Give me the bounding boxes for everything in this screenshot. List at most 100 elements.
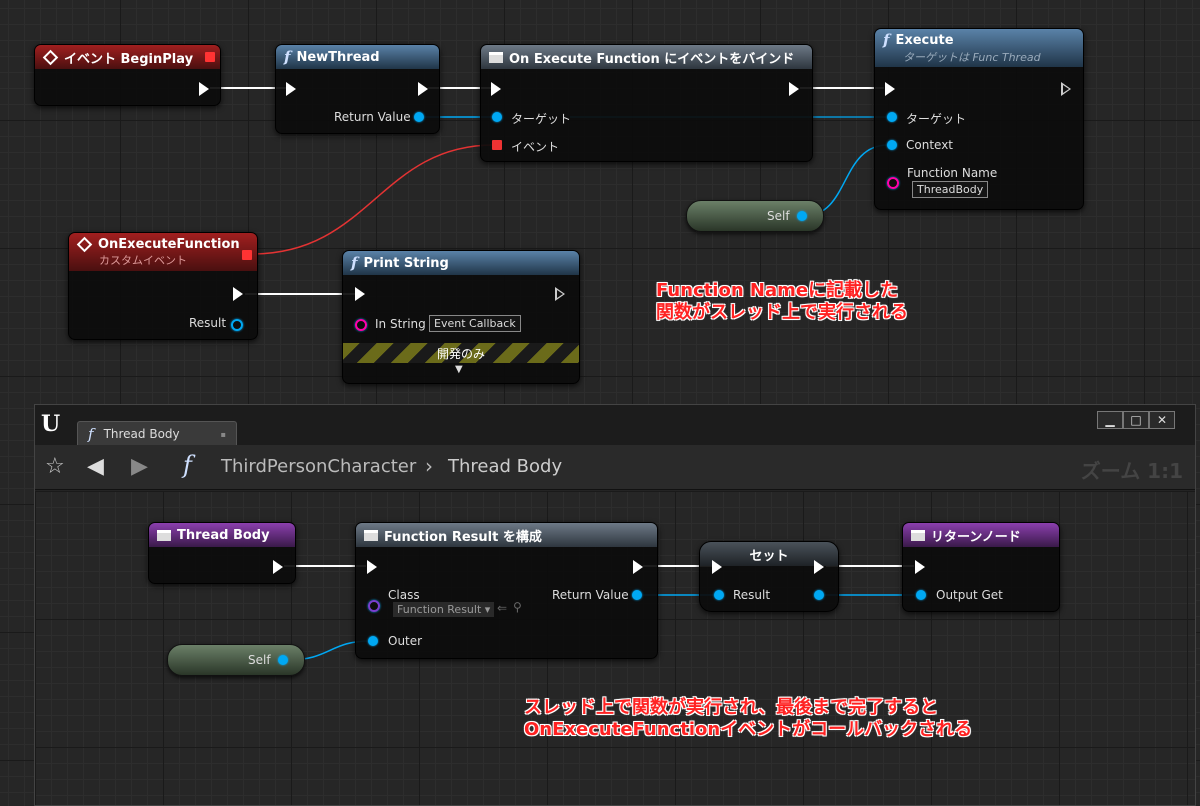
in-string-input[interactable]: Event Callback bbox=[429, 315, 521, 332]
on-execute-function-subtitle: カスタムイベント bbox=[99, 253, 187, 267]
context-label: Context bbox=[906, 138, 954, 152]
exec-out-pin[interactable] bbox=[789, 82, 799, 96]
exec-out-pin[interactable] bbox=[1061, 82, 1071, 96]
event-pin[interactable] bbox=[492, 140, 502, 150]
result-in-pin[interactable] bbox=[714, 590, 724, 600]
exec-out-pin[interactable] bbox=[233, 287, 243, 301]
self-pin[interactable] bbox=[797, 211, 807, 221]
make-result-title: Function Result を構成 bbox=[384, 529, 542, 545]
output-get-pin[interactable] bbox=[916, 590, 926, 600]
forward-arrow-icon[interactable]: ▶ bbox=[131, 454, 148, 479]
close-button[interactable]: ✕ bbox=[1149, 411, 1175, 429]
print-string-node[interactable]: f Print String In String Event Callback 開… bbox=[342, 250, 580, 384]
print-string-title: Print String bbox=[363, 255, 449, 271]
make-struct-icon bbox=[364, 529, 378, 541]
in-string-label: In String bbox=[375, 317, 426, 331]
target-label: ターゲット bbox=[511, 112, 572, 126]
execute-subtitle: ターゲットは Func Thread bbox=[903, 51, 1041, 64]
return-node-title: リターンノード bbox=[931, 529, 1021, 545]
in-string-pin[interactable] bbox=[355, 319, 367, 331]
self-pin[interactable] bbox=[278, 655, 288, 665]
exec-in-pin[interactable] bbox=[355, 287, 365, 301]
delegate-pin[interactable] bbox=[205, 52, 215, 62]
ue-logo: U bbox=[41, 411, 61, 437]
begin-play-title: イベント BeginPlay bbox=[64, 51, 194, 67]
development-only-banner: 開発のみ bbox=[343, 343, 579, 363]
exec-in-pin[interactable] bbox=[885, 82, 895, 96]
on-execute-function-node[interactable]: OnExecuteFunction カスタムイベント Result bbox=[68, 232, 258, 340]
exec-in-pin[interactable] bbox=[367, 560, 377, 574]
self-node-top[interactable]: Self bbox=[686, 200, 824, 232]
set-title: セット bbox=[749, 548, 789, 564]
use-selected-arrow-icon[interactable]: ⇐ bbox=[497, 601, 508, 615]
return-node[interactable]: リターンノード Output Get bbox=[902, 522, 1060, 612]
function-name-pin[interactable] bbox=[887, 177, 899, 189]
class-label: Class bbox=[388, 588, 420, 602]
new-thread-title: NewThread bbox=[296, 49, 380, 65]
expand-arrow-icon[interactable]: ▼ bbox=[455, 364, 463, 375]
result-pin[interactable] bbox=[231, 319, 243, 331]
on-execute-function-title: OnExecuteFunction bbox=[98, 236, 240, 252]
execute-title: Execute bbox=[895, 32, 954, 48]
favorite-star-icon[interactable]: ☆ bbox=[45, 454, 65, 479]
function-name-input[interactable]: ThreadBody bbox=[912, 181, 989, 198]
return-value-pin[interactable] bbox=[414, 112, 424, 122]
outer-label: Outer bbox=[388, 634, 423, 648]
function-entry-icon bbox=[157, 529, 171, 541]
exec-out-pin[interactable] bbox=[814, 560, 824, 574]
class-dropdown[interactable]: Function Result ▾ bbox=[393, 602, 495, 617]
annotation-callback: スレッド上で関数が実行され、最後まで完了すると OnExecuteFunctio… bbox=[524, 697, 973, 740]
exec-out-pin[interactable] bbox=[555, 287, 565, 301]
set-node[interactable]: セット Result bbox=[699, 541, 839, 612]
tab-label: Thread Body bbox=[103, 427, 180, 441]
function-icon: f bbox=[183, 451, 192, 479]
outer-pin[interactable] bbox=[368, 636, 378, 646]
exec-out-pin[interactable] bbox=[418, 82, 428, 96]
breadcrumb-class[interactable]: ThirdPersonCharacter bbox=[221, 456, 417, 477]
bind-event-title: On Execute Function にイベントをバインド bbox=[509, 51, 795, 67]
exec-in-pin[interactable] bbox=[491, 82, 501, 96]
target-pin[interactable] bbox=[887, 112, 897, 122]
output-get-label: Output Get bbox=[936, 588, 1003, 602]
return-value-label: Return Value bbox=[552, 588, 629, 602]
exec-out-pin[interactable] bbox=[273, 560, 283, 574]
tab-thread-body[interactable]: f Thread Body ▪ bbox=[77, 421, 237, 446]
tab-close-icon[interactable]: ▪ bbox=[220, 429, 226, 439]
exec-out-pin[interactable] bbox=[199, 82, 209, 96]
exec-in-pin[interactable] bbox=[915, 560, 925, 574]
exec-in-pin[interactable] bbox=[286, 82, 296, 96]
make-function-result-node[interactable]: Function Result を構成 Class Function Resul… bbox=[355, 522, 658, 659]
target-pin[interactable] bbox=[492, 112, 502, 122]
result-label: Result bbox=[733, 588, 771, 602]
function-return-icon bbox=[911, 529, 925, 541]
event-label: イベント bbox=[511, 140, 560, 154]
minimize-button[interactable]: ▁ bbox=[1097, 411, 1123, 429]
context-pin[interactable] bbox=[887, 140, 897, 150]
self-label: Self bbox=[767, 209, 790, 223]
exec-in-pin[interactable] bbox=[712, 560, 722, 574]
breadcrumb-function[interactable]: Thread Body bbox=[448, 456, 563, 477]
exec-out-pin[interactable] bbox=[633, 560, 643, 574]
class-pin[interactable] bbox=[368, 600, 380, 612]
delegate-pin[interactable] bbox=[242, 250, 252, 260]
thread-body-title: Thread Body bbox=[177, 527, 270, 543]
back-arrow-icon[interactable]: ◀ bbox=[87, 454, 104, 479]
zoom-level: ズーム 1:1 bbox=[1080, 459, 1183, 483]
self-node-bottom[interactable]: Self bbox=[167, 644, 305, 676]
maximize-button[interactable]: □ bbox=[1123, 411, 1149, 429]
bind-event-node[interactable]: On Execute Function にイベントをバインド ターゲット イベン… bbox=[480, 44, 813, 162]
return-value-pin[interactable] bbox=[632, 590, 642, 600]
begin-play-node[interactable]: イベント BeginPlay bbox=[34, 44, 221, 106]
function-name-label: Function Name bbox=[907, 166, 998, 180]
function-icon: f bbox=[351, 254, 358, 272]
bind-icon bbox=[489, 51, 503, 63]
result-out-pin[interactable] bbox=[814, 590, 824, 600]
window-titlebar[interactable]: U f Thread Body ▪ ▁ □ ✕ bbox=[35, 405, 1195, 446]
annotation-function-name: Function Nameに記載した 関数がスレッド上で実行される bbox=[656, 280, 908, 323]
browse-search-icon[interactable]: ⚲ bbox=[513, 600, 522, 614]
function-icon: f bbox=[88, 425, 94, 443]
thread-body-entry-node[interactable]: Thread Body bbox=[148, 522, 296, 584]
return-value-label: Return Value bbox=[334, 110, 411, 124]
